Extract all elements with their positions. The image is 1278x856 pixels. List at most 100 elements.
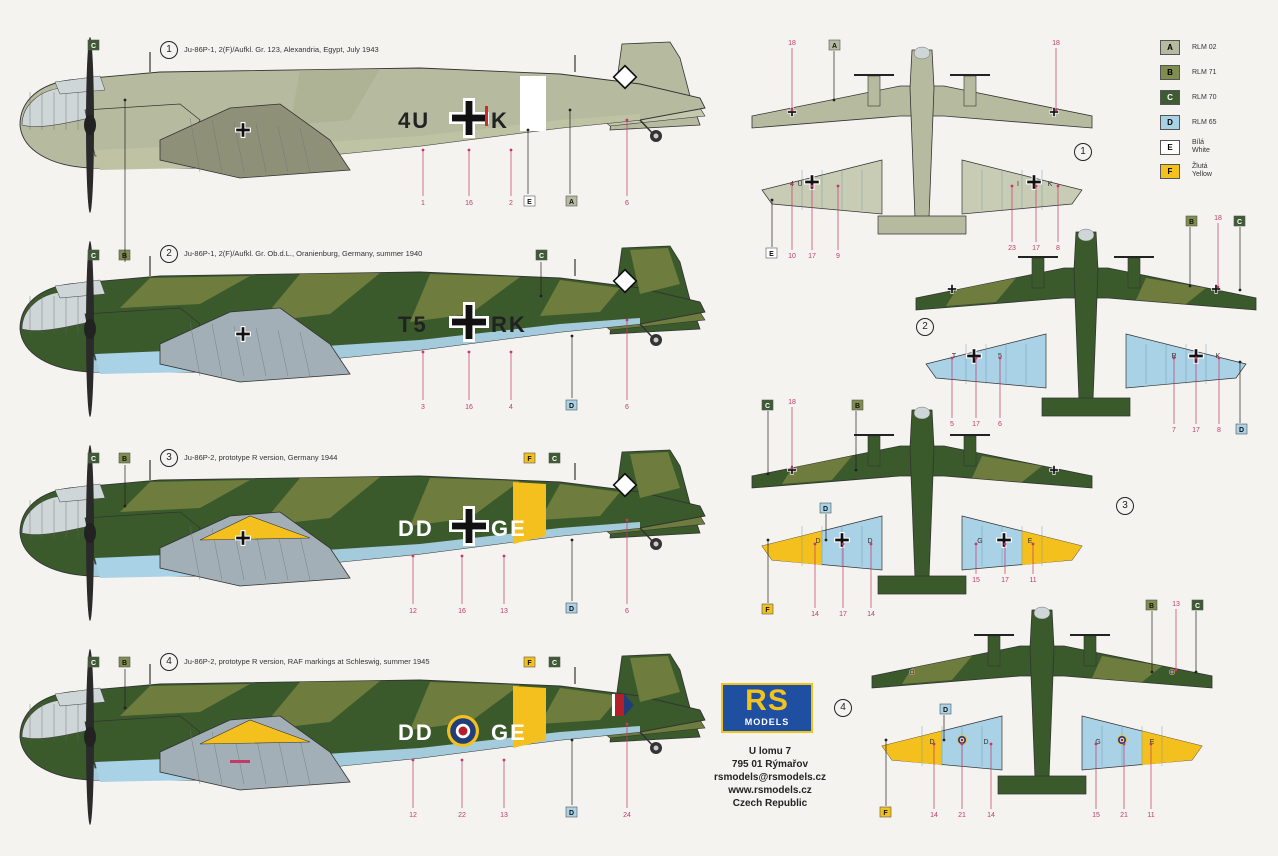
- leader-dot: [998, 356, 1002, 360]
- leader-dot: [1188, 284, 1192, 288]
- legend-swatch: D: [1160, 115, 1180, 130]
- balkenkreuz: [791, 465, 793, 475]
- raf-roundel-red: [1171, 671, 1173, 673]
- plan-number-2: 2: [916, 318, 934, 336]
- side-code-box: [523, 452, 536, 464]
- plan-camo: [782, 456, 852, 484]
- wing-panel-line: [211, 323, 223, 377]
- fuselage-code-right: GE: [491, 516, 527, 541]
- spinner: [84, 319, 96, 339]
- side-code-box-letter: D: [569, 403, 574, 410]
- wing: [159, 715, 351, 791]
- side-code-box: [565, 399, 578, 411]
- address-line: www.rsmodels.cz: [728, 785, 812, 796]
- legend-row-f: F Žlutá Yellow: [1160, 163, 1212, 179]
- side-code-box: [523, 656, 536, 668]
- swastika-placeholder-diamond: [612, 64, 638, 90]
- leader-dot: [526, 128, 530, 132]
- camo-splinter: [410, 682, 520, 730]
- underwing-tip-yellow: [882, 731, 942, 765]
- plan-callout-number: 14: [867, 611, 875, 618]
- plan-tailplane: [1041, 397, 1131, 417]
- plan-wing-letter: 5: [998, 353, 1002, 360]
- wing-panel-line: [277, 533, 289, 581]
- side-code-box-letter: B: [122, 253, 127, 260]
- camo-splinter: [540, 688, 620, 724]
- plan-code-box: [1233, 215, 1246, 227]
- leader-dot: [989, 742, 993, 746]
- side-code-box-letter: A: [569, 199, 574, 206]
- camo-splinter: [260, 681, 380, 730]
- raf-roundel-red: [911, 671, 913, 673]
- leader-dot: [1149, 742, 1153, 746]
- plan-nacelle: [963, 75, 977, 107]
- wing-panel-line: [189, 525, 201, 581]
- leader-dot: [932, 742, 936, 746]
- plan-callout-number: 14: [987, 812, 995, 819]
- side-code-box-letter: E: [527, 199, 532, 206]
- camo-splinter: [260, 273, 380, 322]
- leader-dot: [1194, 356, 1198, 360]
- leader-dot: [625, 518, 629, 522]
- side-code-box-letter: B: [122, 456, 127, 463]
- camo-splinter: [630, 656, 680, 702]
- leader-dot: [869, 542, 873, 546]
- address-line: 795 01 Rýmařov: [731, 759, 809, 770]
- plan-code-box-letter: F: [765, 607, 770, 614]
- plan-callout-number: 11: [1147, 812, 1154, 819]
- plan-callout-number: 17: [972, 421, 980, 428]
- plan-code-box-letter: D: [943, 707, 948, 714]
- underwing-tip-yellow: [1142, 731, 1202, 765]
- plan-code-box-letter: A: [832, 43, 837, 50]
- wing-panel-line: [189, 729, 201, 785]
- leader-dot: [568, 108, 572, 112]
- wing: [159, 511, 351, 587]
- plan-wing-letter: G: [1095, 739, 1100, 746]
- leader-dot: [625, 118, 629, 122]
- plan-nacelle: [867, 75, 881, 107]
- leader-dot: [1216, 285, 1220, 289]
- plan-code-box: [939, 703, 952, 715]
- leader-dot: [411, 554, 415, 558]
- leader-dot: [813, 542, 817, 546]
- legend-label: Bílá White: [1192, 139, 1210, 154]
- leader-dot: [974, 542, 978, 546]
- side-callout-number: 16: [465, 404, 473, 411]
- swastika-placeholder-diamond: [612, 268, 638, 294]
- side-code-box: [565, 602, 578, 614]
- leader-dot: [1238, 288, 1242, 292]
- side-code-box: [87, 656, 100, 668]
- plan-tailplane: [997, 775, 1087, 795]
- legend-swatch: E: [1160, 139, 1180, 155]
- balkenkreuz: [951, 284, 953, 294]
- leader-dot: [123, 504, 127, 508]
- fin-flash-red: [614, 694, 624, 716]
- side-code-box-letter: C: [552, 456, 557, 463]
- fuselage-code-right: GE: [491, 720, 527, 745]
- balkenkreuz: [840, 533, 844, 547]
- plan-canopy: [913, 406, 931, 420]
- leader-dot: [1174, 668, 1178, 672]
- leader-dot: [1056, 184, 1060, 188]
- leader-dot: [1003, 542, 1007, 546]
- wing-panel-line: [299, 535, 311, 581]
- wing: [159, 307, 351, 383]
- variant-number-2: 2: [160, 245, 178, 263]
- leader-dot: [460, 554, 464, 558]
- fuselage-code-left: T5: [398, 312, 428, 337]
- plan-code-box-letter: E: [769, 251, 774, 258]
- wing-panel-line: [299, 331, 311, 377]
- side-code-box: [118, 452, 131, 464]
- theatre-band-yellow: [513, 686, 546, 748]
- fuselage-code-left: DD: [398, 516, 434, 541]
- camo-splinter: [540, 280, 620, 316]
- side-code-box: [548, 452, 561, 464]
- side-callout-number: 13: [500, 812, 508, 819]
- leader-dot: [625, 722, 629, 726]
- camo-splinter: [410, 478, 520, 526]
- plan-code-box: [1191, 599, 1204, 611]
- camo-splinter: [120, 684, 250, 716]
- tail-wheel-hub: [653, 745, 659, 751]
- leader-dot: [467, 148, 471, 152]
